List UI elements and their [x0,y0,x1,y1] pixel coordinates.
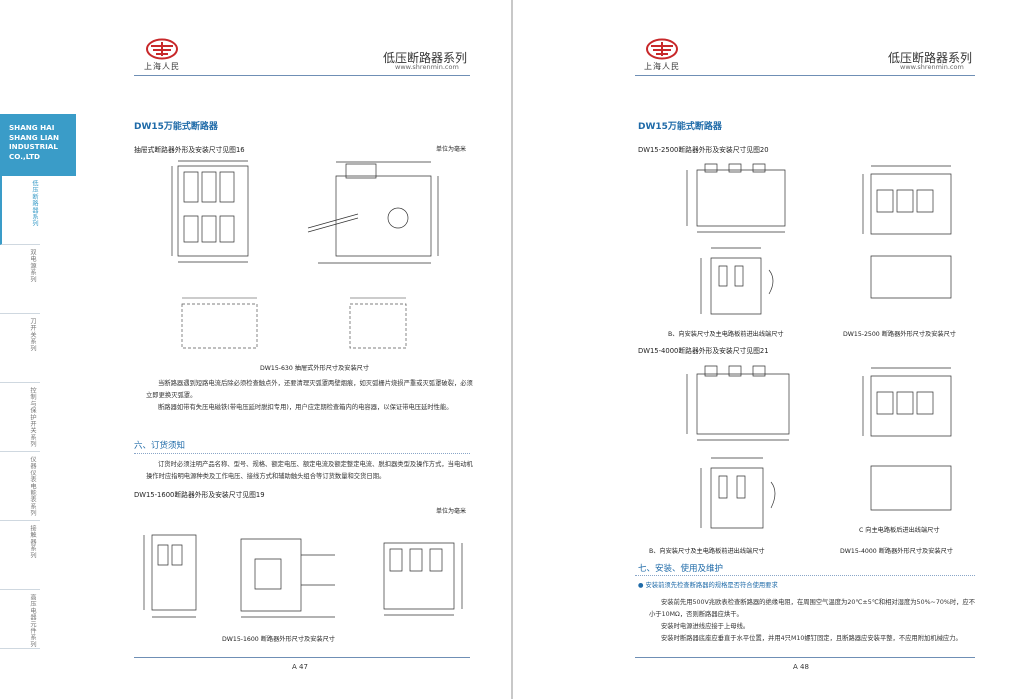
section-title: DW15万能式断路器 [638,122,722,132]
tab-hv-components[interactable]: 高压电器元件系列 [0,590,40,649]
fig21-caption-b: B、向安装尺寸及主电路板前进出线端尺寸 [649,548,765,555]
install-line-1: 安装前先用500V兆欧表检查断路器的绝缘电阻，在周围空气温度为20℃±5℃和相对… [649,599,976,618]
install-heading-rule [635,575,975,577]
install-bullet: ● 安装前须先检查断路器的规格是否符合使用要求 [638,580,778,589]
install-bullet-text: 安装前须先检查断路器的规格是否符合使用要求 [645,582,778,589]
series-url: www.shrenmin.com [900,63,964,71]
company-line-3: INDUSTRIAL [9,142,58,151]
install-heading: 七、安装、使用及维护 [638,564,724,574]
series-title: 低压断路器系列 [383,51,468,65]
section-title: DW15万能式断路器 [134,122,218,132]
page-number: A 48 [793,663,809,671]
fig16-title: 抽屉式断路器外形及安装尺寸见图16 [134,146,245,154]
category-tabs: 低压断路器系列 双电源系列 刀开关系列 控制与保护开关系列 仪器仪表电能表系列 … [0,176,40,649]
order-heading: 六、订货须知 [134,441,186,451]
tab-knife-switch[interactable]: 刀开关系列 [0,314,40,383]
fig19-side-view [225,515,355,625]
fig19-rear-view [370,515,480,625]
order-heading-rule [134,453,470,455]
fig21-mounting-view [691,450,801,540]
maintenance-text: 当断路器遇到短路电流后除必须检查触点外，还要清理灭弧罩两壁烟痕，如灭弧栅片烧损严… [146,378,476,414]
tab-breakers[interactable]: 低压断路器系列 [0,176,40,245]
company-name-box: SHANG HAI SHANG LIAN INDUSTRIAL CO.,LTD [0,114,76,176]
series-title: 低压断路器系列 [888,51,973,65]
fig19-title: DW15-1600断路器外形及安装尺寸见图19 [134,491,265,499]
header-rule [134,75,470,76]
company-line-4: CO.,LTD [9,151,40,161]
maintenance-para-1: 当断路器遇到短路电流后除必须检查触点外，还要清理灭弧罩两壁烟痕，如灭弧栅片烧损严… [146,380,473,399]
company-line-2: SHANG LIAN [9,132,60,142]
fig16-front-view [170,156,260,271]
fig16-side-view [298,158,448,273]
logo-emblem-icon [146,38,178,60]
tab-contactors[interactable]: 接触器系列 [0,521,40,590]
fig20-caption-b: B、向安装尺寸及主电路板前进出线端尺寸 [668,331,784,338]
company-logo: 上海人民 [640,38,684,72]
tab-dual-power[interactable]: 双电源系列 [0,245,40,314]
logo-emblem-icon [646,38,678,60]
fig20-front-view [853,160,963,310]
right-page: 上海人民 低压断路器系列 www.shrenmin.com DW15万能式断路器… [513,0,1024,699]
logo-text: 上海人民 [144,62,180,71]
series-url: www.shrenmin.com [395,63,459,71]
footer-rule [134,657,470,658]
bullet-dot-icon: ● [638,582,644,589]
unit-label: 单位为毫米 [436,146,467,153]
fig20-caption-main: DW15-2500 断路器外形尺寸及安装尺寸 [843,331,956,338]
install-text: 安装前先用500V兆欧表检查断路器的绝缘电阻，在周围空气温度为20℃±5℃和相对… [649,597,981,645]
tab-instruments[interactable]: 仪器仪表电能表系列 [0,452,40,521]
fig16-caption: DW15-630 抽屉式外形尺寸及安装尺寸 [260,365,370,372]
maintenance-para-2: 断路器如带有失压电磁铁(带电压延时脱扣专用)，用户应定期检查箱内的电容器，以保证… [158,404,453,411]
page-number: A 47 [292,663,308,671]
company-logo: 上海人民 [140,38,184,72]
fig20-title: DW15-2500断路器外形及安装尺寸见图20 [638,146,769,154]
install-line-3: 安装时断路器底座应垂直于水平位置，并用4只M10螺钉固定，且断路器应安装平整，不… [661,635,962,642]
fig20-side-view [681,160,796,240]
fig19-unit-label: 单位为毫米 [436,508,467,515]
install-line-2: 安装时电源进线应接于上母线。 [661,623,750,630]
tab-control-protection[interactable]: 控制与保护开关系列 [0,383,40,452]
header-rule [635,75,975,76]
fig16-mounting-side [338,294,418,354]
company-line-1: SHANG HAI [9,123,55,132]
footer-rule [635,657,975,658]
logo-text: 上海人民 [644,62,680,71]
book-gutter [511,0,513,699]
fig21-front-view [853,362,963,522]
fig19-front-view [140,515,210,625]
fig21-caption-main: DW15-4000 断路器外形尺寸及安装尺寸 [840,548,953,555]
left-page: 上海人民 低压断路器系列 www.shrenmin.com SHANG HAI … [0,0,511,699]
order-text: 订货时必须注明产品名称、型号、规格、额定电压、额定电流及额定整定电流、脱扣器类型… [146,459,476,483]
fig16-mounting-front [172,294,267,354]
fig19-caption: DW15-1600 断路器外形尺寸及安装尺寸 [222,636,335,643]
fig21-title: DW15-4000断路器外形及安装尺寸见图21 [638,347,769,355]
fig20-mounting-view [691,240,801,325]
fig21-caption-c: C 向主电路板后进出线端尺寸 [859,527,940,534]
fig21-side-view [681,362,801,447]
order-paragraph: 订货时必须注明产品名称、型号、规格、额定电压、额定电流及额定整定电流、脱扣器类型… [146,461,473,480]
